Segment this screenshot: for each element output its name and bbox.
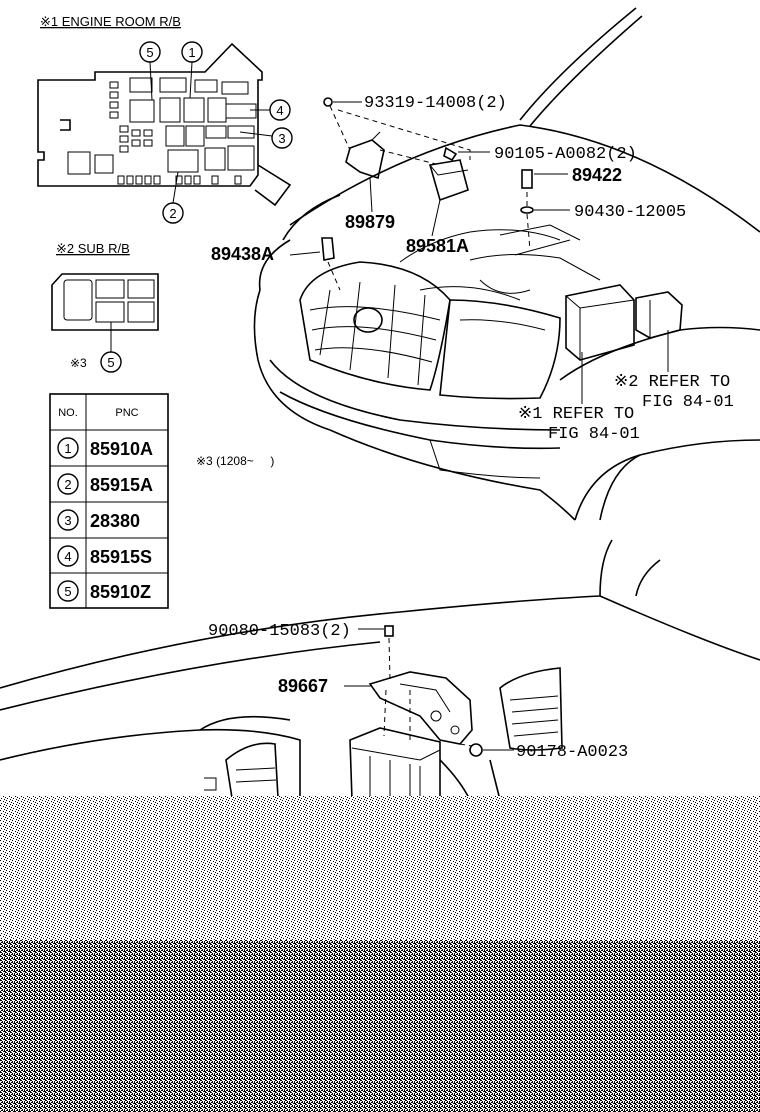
pnc-table-header-pnc: PNC xyxy=(115,407,138,419)
dashboard-leaders xyxy=(344,628,514,751)
engine-bay-parts xyxy=(321,97,534,291)
svg-text:85915S: 85915S xyxy=(90,547,152,567)
svg-text:1: 1 xyxy=(188,45,195,60)
svg-text:1: 1 xyxy=(64,441,71,456)
callout-3: 3 xyxy=(239,127,293,149)
svg-text:85915A: 85915A xyxy=(90,475,153,495)
footnote-3: ※3 (1208~ ) xyxy=(196,454,274,468)
pnc-table-header-no: NO. xyxy=(58,407,78,419)
table-row: 5 85910Z xyxy=(57,580,151,602)
svg-text:2: 2 xyxy=(169,206,176,221)
part-89667: 89667 xyxy=(278,676,328,696)
svg-text:85910Z: 85910Z xyxy=(90,582,151,602)
part-90430: 90430-12005 xyxy=(574,203,686,222)
engine-room-rb-title: ※1 ENGINE ROOM R/B xyxy=(40,14,181,29)
svg-text:85910A: 85910A xyxy=(90,439,153,459)
table-row: 4 85915S xyxy=(57,545,152,567)
ref2-line1: ※2 REFER TO xyxy=(614,373,730,392)
sub-rb-title: ※2 SUB R/B xyxy=(56,241,130,256)
table-row: 2 85915A xyxy=(57,473,153,495)
pnc-table: NO. PNC 1 85910A 2 85915A 3 28380 4 8591… xyxy=(49,393,169,609)
sub-rb-note-prefix: ※3 xyxy=(70,356,87,370)
fuse-block-grid xyxy=(67,77,257,185)
table-row: 3 28380 xyxy=(57,509,140,531)
callout-1: 1 xyxy=(181,41,203,99)
svg-text:2: 2 xyxy=(64,477,71,492)
svg-text:4: 4 xyxy=(64,549,71,564)
callout-2: 2 xyxy=(162,171,184,224)
ref1-line1: ※1 REFER TO xyxy=(518,405,634,424)
part-89422: 89422 xyxy=(572,165,622,185)
ref1-line2: FIG 84-01 xyxy=(548,425,640,444)
svg-text:28380: 28380 xyxy=(90,511,140,531)
part-93319: 93319-14008(2) xyxy=(364,94,507,113)
callout-5: 5 xyxy=(139,41,161,101)
part-90178: 90178-A0023 xyxy=(516,743,628,762)
part-89581a: 89581A xyxy=(406,236,469,256)
part-90105: 90105-A0082(2) xyxy=(494,145,637,164)
sub-rb-callout-5: 5 xyxy=(100,322,122,373)
svg-text:5: 5 xyxy=(64,584,71,599)
svg-text:5: 5 xyxy=(107,355,114,370)
vehicle-front-illustration xyxy=(253,7,760,521)
ref2-line2: FIG 84-01 xyxy=(642,393,734,412)
engine-room-rb-inset: ※1 ENGINE ROOM R/B xyxy=(37,14,293,224)
sub-rb-inset: ※2 SUB R/B ※3 5 xyxy=(51,241,159,373)
svg-text:5: 5 xyxy=(146,45,153,60)
callout-4: 4 xyxy=(250,99,291,121)
engine-bay-leaders xyxy=(289,101,669,404)
part-89438a: 89438A xyxy=(211,244,274,264)
part-90080: 90080-15083(2) xyxy=(208,622,351,641)
table-row: 1 85910A xyxy=(57,437,153,459)
part-89879: 89879 xyxy=(345,212,395,232)
scan-noise-area xyxy=(0,796,760,1112)
dashboard-illustration xyxy=(0,539,760,801)
dashboard-parts xyxy=(349,625,483,801)
svg-text:3: 3 xyxy=(278,131,285,146)
svg-text:3: 3 xyxy=(64,513,71,528)
svg-text:4: 4 xyxy=(276,103,283,118)
